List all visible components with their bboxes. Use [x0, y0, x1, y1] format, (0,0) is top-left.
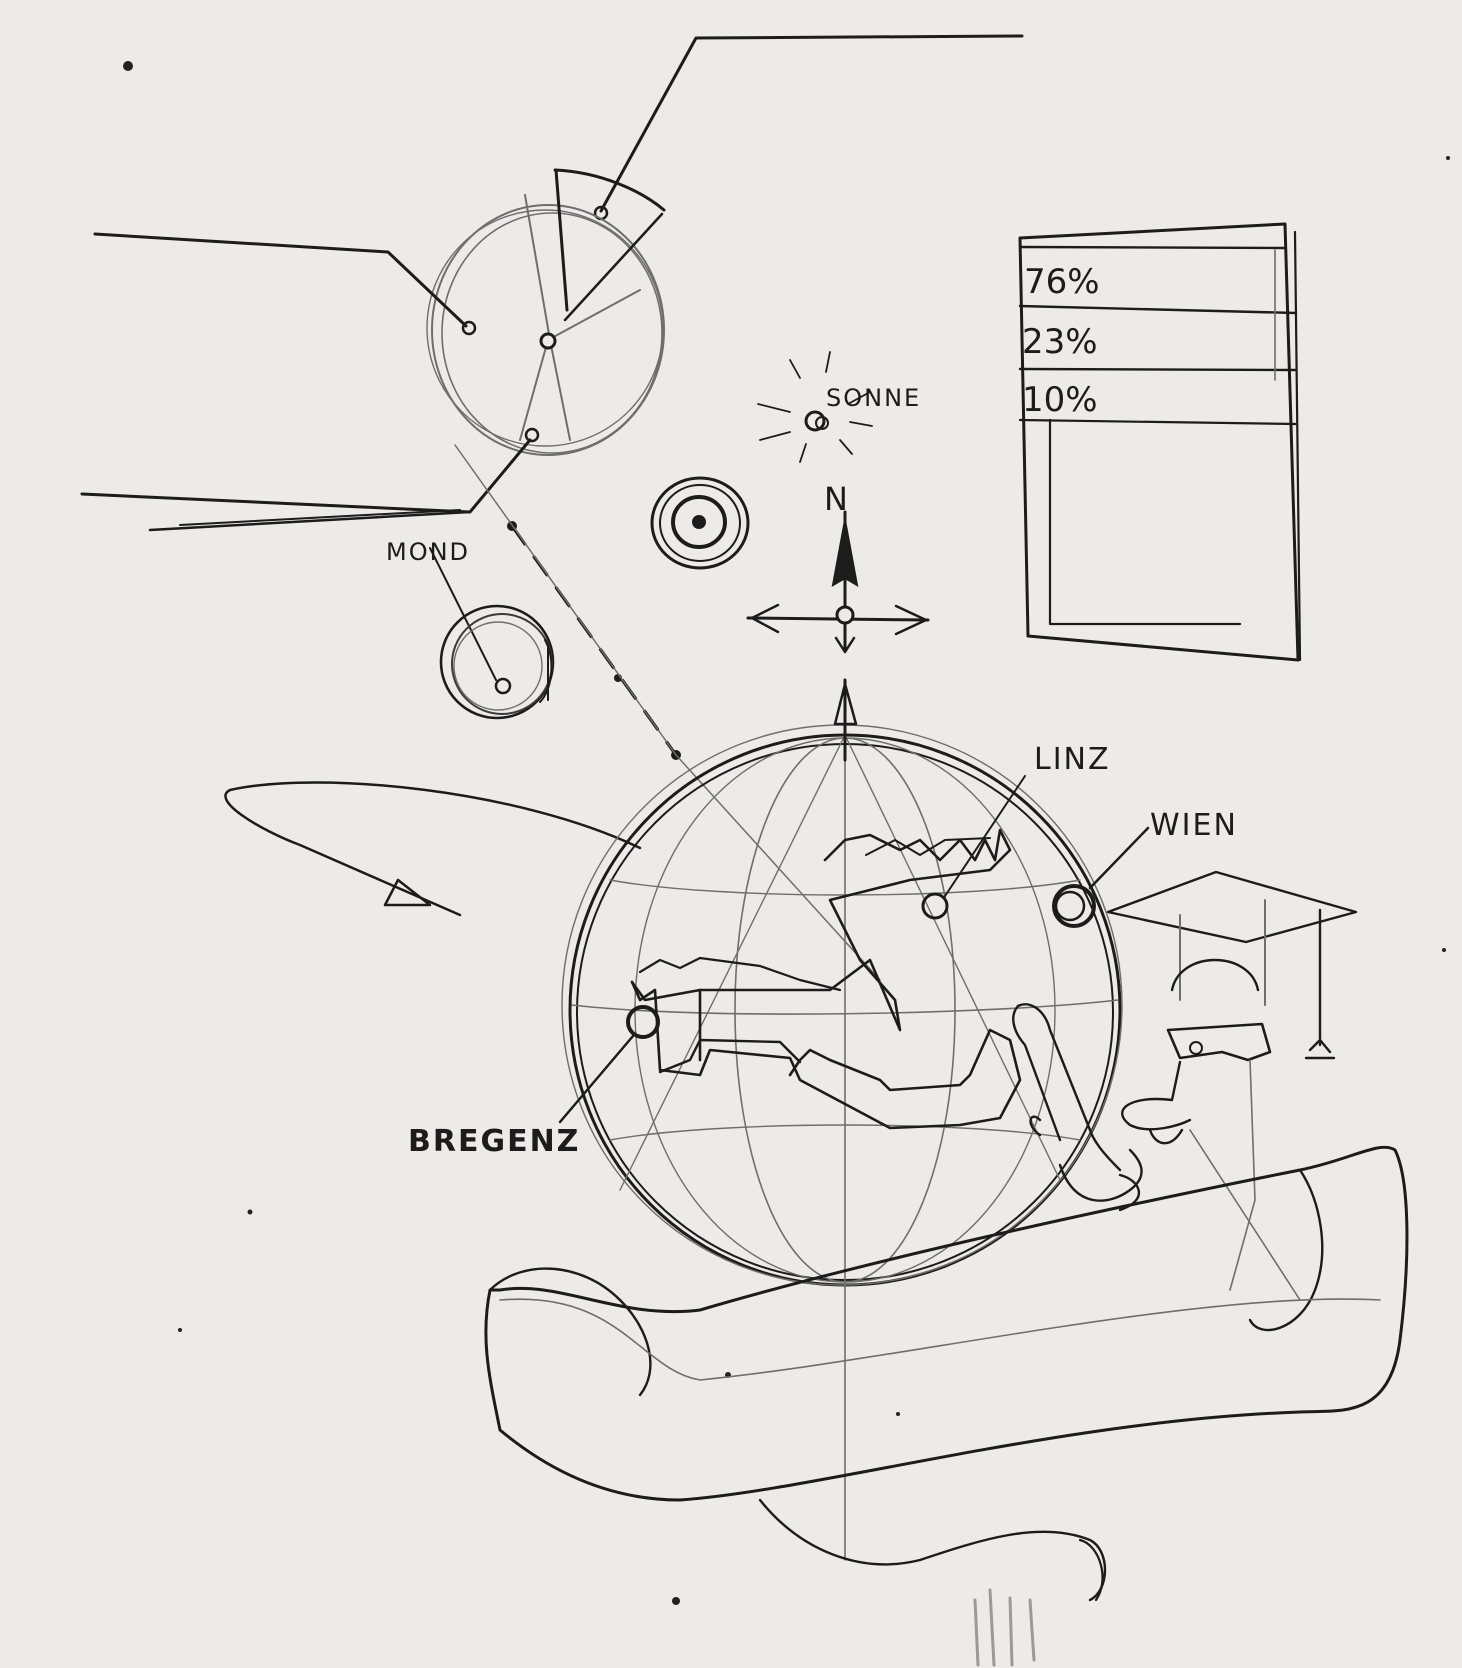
professor-character: [1012, 870, 1358, 1301]
label-moon: MOND: [386, 538, 471, 566]
moon-icon: [429, 547, 555, 720]
pie-chart-sketch: [426, 168, 666, 456]
austria-map-outline: [630, 828, 1022, 1130]
panel-row-2: 23%: [1022, 322, 1098, 362]
label-linz: LINZ: [1034, 742, 1111, 777]
label-sun: SONNE: [826, 384, 922, 412]
trajectory-path: [454, 444, 881, 981]
panel-row-3: 10%: [1022, 380, 1098, 420]
globe: [561, 678, 1123, 1561]
data-panel: [1018, 222, 1302, 662]
target-rings-icon: [650, 476, 750, 570]
sun-icon: [757, 351, 873, 463]
label-north: N: [824, 480, 850, 518]
swoosh-arrow: [224, 781, 642, 917]
callout-top: [593, 34, 1024, 221]
compass-icon: [746, 510, 930, 654]
city-markers: [558, 775, 1150, 1124]
bottom-smudge: [973, 1588, 1036, 1667]
callout-left: [80, 232, 532, 532]
paper-specks: [123, 61, 1450, 1605]
ribbon-banner: [484, 1145, 1409, 1602]
label-wien: WIEN: [1150, 808, 1238, 843]
label-bregenz: BREGENZ: [408, 1124, 581, 1159]
panel-row-1: 76%: [1024, 262, 1100, 302]
